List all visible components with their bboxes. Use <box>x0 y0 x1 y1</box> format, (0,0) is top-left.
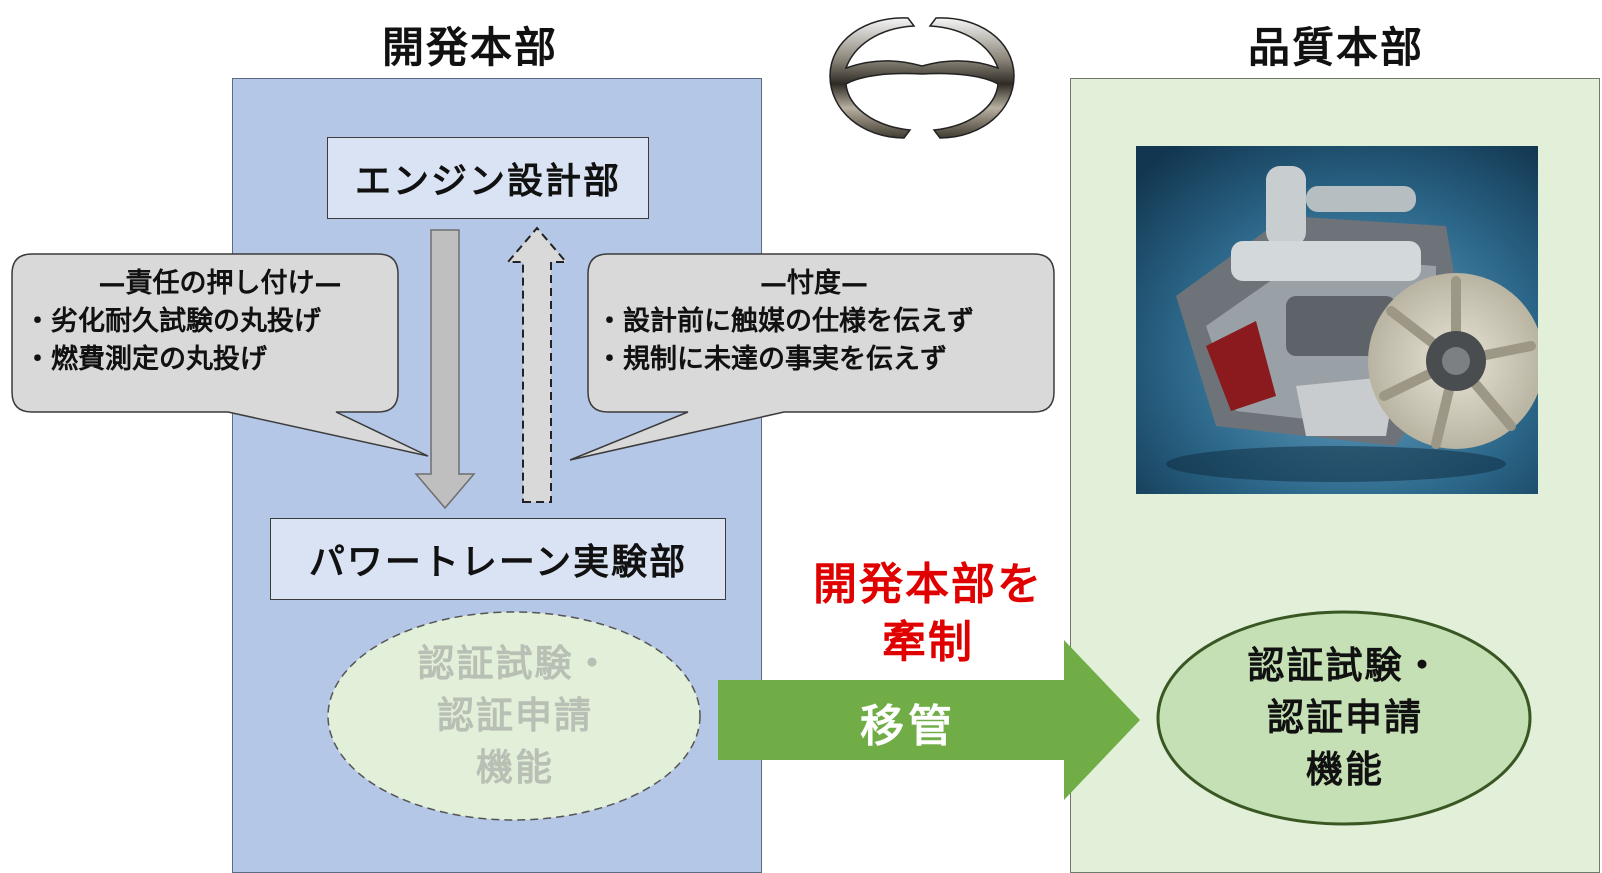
left-callout-shape <box>11 253 429 457</box>
left-callout-item: ・燃費測定の丸投げ <box>24 344 267 375</box>
old-function-ellipse <box>327 611 701 821</box>
left-callout-title: —責任の押し付け— <box>98 268 342 299</box>
new-function-line: 機能 <box>1306 748 1384 791</box>
quality-division-title: 品質本部 <box>1247 23 1424 72</box>
right-callout-shape <box>569 253 1055 461</box>
sontaku-arrow <box>505 226 569 503</box>
new-function-line: 認証試験・ <box>1247 644 1443 687</box>
right-callout-title: —忖度— <box>760 268 868 299</box>
responsibility-arrow <box>414 229 476 510</box>
engine-photo <box>1136 146 1538 494</box>
restraint-line: 牽制 <box>882 617 974 668</box>
right-callout: —忖度— ・設計前に触媒の仕様を伝えず ・規制に未達の事実を伝えず <box>596 265 1052 379</box>
restraint-label: 開発本部を 牽制 <box>798 556 1058 672</box>
powertrain-test-dept: パワートレーン実験部 <box>270 518 726 600</box>
left-callout: —責任の押し付け— ・劣化耐久試験の丸投げ ・燃費測定の丸投げ <box>24 265 396 379</box>
new-function-line: 認証申請 <box>1267 696 1423 739</box>
new-function-ellipse <box>1156 610 1532 826</box>
old-function-label: 認証試験・ 認証申請 機能 <box>330 612 700 820</box>
right-callout-item: ・規制に未達の事実を伝えず <box>596 344 947 375</box>
transfer-arrow <box>718 640 1140 800</box>
old-function-line: 認証試験・ <box>417 642 613 685</box>
new-function-label: 認証試験・ 認証申請 機能 <box>1160 612 1530 824</box>
old-function-line: 機能 <box>476 746 554 789</box>
left-callout-item: ・劣化耐久試験の丸投げ <box>24 306 321 337</box>
transfer-label: 移管 <box>860 701 956 752</box>
restraint-line: 開発本部を <box>813 559 1043 610</box>
engine-design-dept: エンジン設計部 <box>327 137 649 219</box>
old-function-line: 認証申請 <box>437 694 593 737</box>
dev-division-title: 開発本部 <box>381 23 558 72</box>
right-callout-item: ・設計前に触媒の仕様を伝えず <box>596 306 974 337</box>
hino-logo-icon <box>829 17 1015 139</box>
